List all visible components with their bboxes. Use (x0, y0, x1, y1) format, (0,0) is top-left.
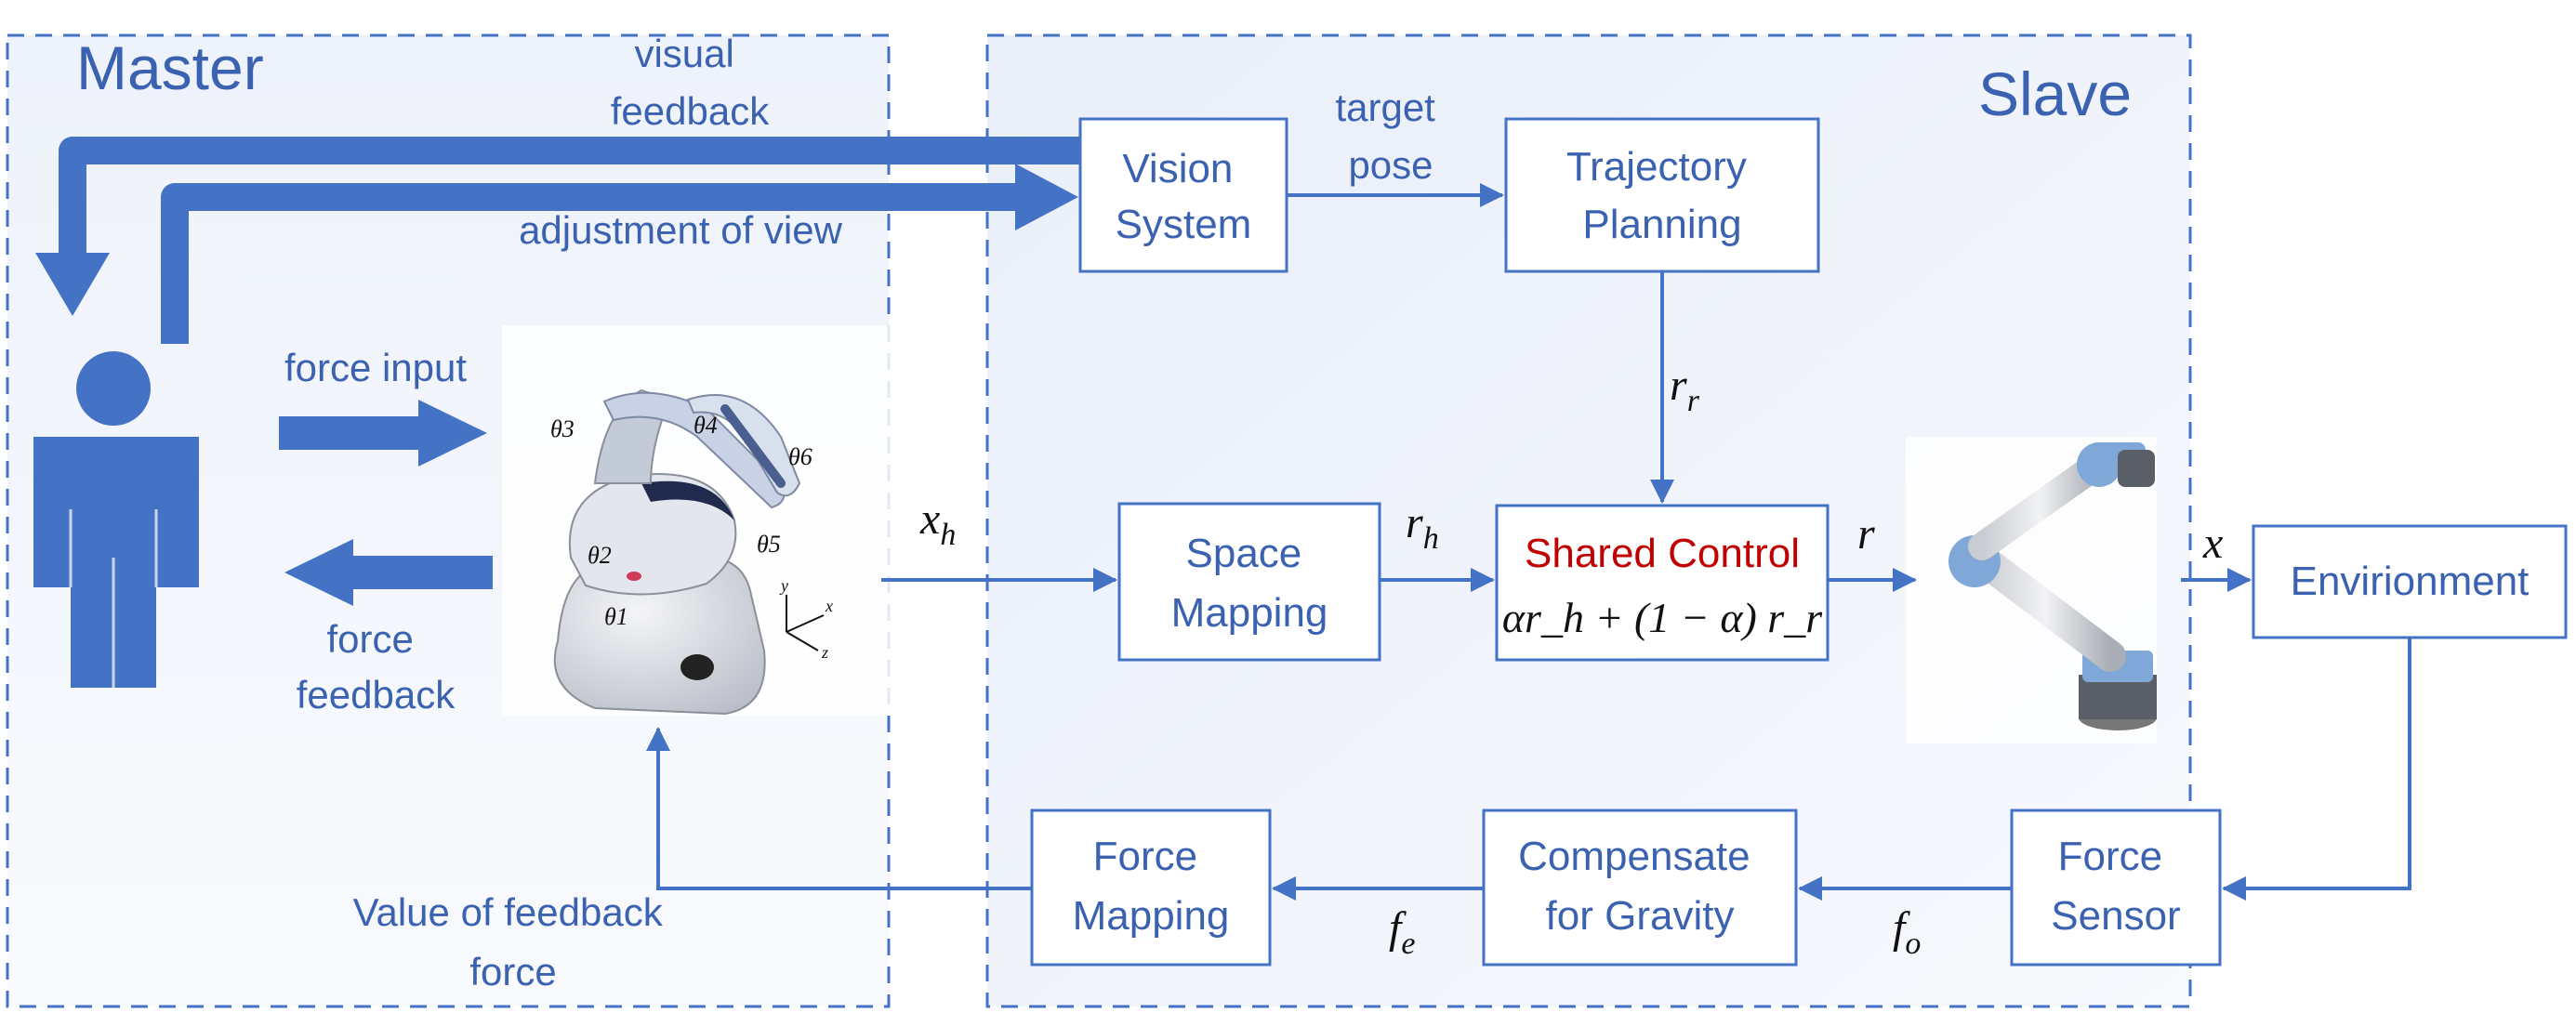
svg-text:Force Mapping: Force Mapping (1073, 834, 1230, 939)
axis-x-label: x (825, 597, 833, 615)
target-pose-label: target pose (1335, 86, 1446, 187)
theta2-label: θ2 (588, 542, 612, 569)
signal-r-r: rr (1670, 361, 1700, 418)
shared-control-box: Shared Control αr_h + (1 − α) r_r (1495, 504, 1830, 662)
svg-text:Space Mapping: Space Mapping (1171, 531, 1328, 636)
trajectory-planning-box: Trajectory Planning (1504, 117, 1820, 273)
master-title: Master (76, 33, 264, 102)
shared-control-title: Shared Control (1525, 531, 1800, 576)
force-feedback-arrow (284, 539, 493, 606)
svg-text:Trajectory Planning: Trajectory Planning (1566, 144, 1758, 247)
force-feedback-label: force feedback (297, 617, 456, 717)
force-input-label: force input (284, 346, 467, 389)
axis-z-label: z (821, 643, 828, 662)
force-sensor-box: Force Sensor (2010, 809, 2222, 967)
adjustment-view-arrowhead (1015, 164, 1078, 230)
adjustment-view-label: adjustment of view (519, 208, 843, 252)
svg-text:Force Sensor: Force Sensor (2051, 834, 2180, 939)
signal-x: x (2202, 519, 2223, 568)
space-mapping-box: Space Mapping (1117, 502, 1381, 662)
environment-to-sensor-arrow (2222, 638, 2411, 901)
compensate-gravity-box: Compensate for Gravity (1482, 809, 1798, 967)
mapping-to-device-arrow (646, 727, 1032, 890)
svg-text:Compensate for Gravity: Compensate for Gravity (1518, 834, 1762, 939)
adjustment-view-arrow (161, 183, 1023, 344)
theta6-label: θ6 (788, 443, 812, 470)
theta3-label: θ3 (550, 415, 575, 442)
theta1-label: θ1 (604, 603, 628, 630)
signal-x-h: xh (919, 494, 956, 552)
theta5-label: θ5 (757, 531, 781, 558)
robot-arm-image (1906, 437, 2157, 743)
force-input-arrow (279, 400, 487, 467)
visual-feedback-arrowhead (35, 253, 110, 316)
svg-text:Envirionment: Envirionment (2291, 559, 2530, 604)
signal-r-h: rh (1406, 498, 1439, 556)
visual-feedback-arrow (59, 137, 1086, 279)
value-feedback-force-label: Value of feedback force (353, 890, 674, 993)
slave-title: Slave (1978, 59, 2132, 128)
operator-person-icon (33, 351, 199, 688)
vision-system-box: Vision System (1078, 117, 1288, 273)
environment-box: Envirionment (2252, 524, 2568, 639)
force-mapping-box: Force Mapping (1030, 809, 1272, 967)
visual-feedback-label: visual feedback (611, 32, 770, 133)
axis-y-label: y (779, 576, 788, 595)
person-outline (69, 509, 158, 688)
haptic-device-image: θ3 θ4 θ6 θ5 θ2 θ1 y x z (502, 325, 892, 716)
shared-control-formula: αr_h + (1 − α) r_r (1502, 594, 1823, 641)
theta4-label: θ4 (694, 412, 718, 439)
svg-text:Vision System: Vision System (1116, 146, 1252, 247)
signal-r: r (1857, 509, 1875, 559)
haptic-axes-icon (786, 595, 825, 651)
